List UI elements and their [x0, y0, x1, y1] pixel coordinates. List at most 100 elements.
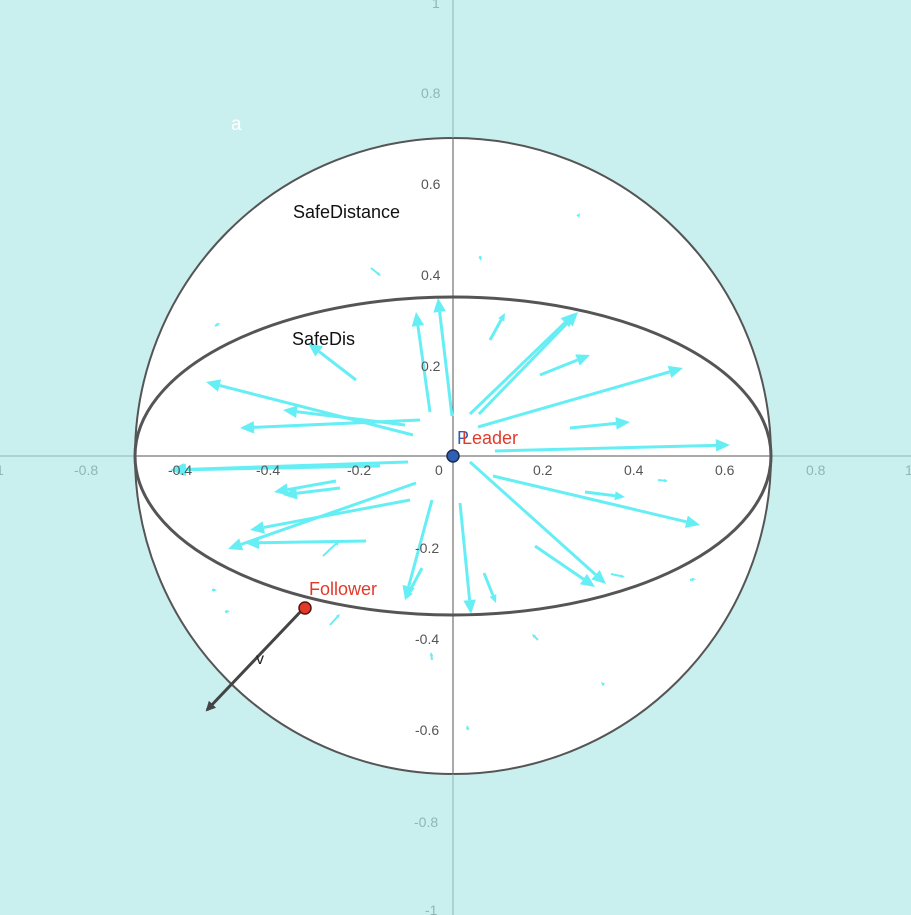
field-arrow-shaft — [430, 655, 433, 661]
field-arrow-head — [429, 652, 434, 657]
vector-field — [170, 213, 730, 731]
field-arrow-shaft — [407, 499, 434, 587]
field-arrow-head — [274, 483, 289, 496]
field-arrow-head — [601, 682, 606, 687]
x-tick-04: 0.4 — [624, 462, 644, 478]
field-arrow-shaft — [488, 319, 503, 341]
leader-point[interactable] — [446, 449, 460, 463]
slider-label-a[interactable]: a — [231, 114, 242, 135]
field-arrow-head — [225, 610, 230, 614]
field-arrow-head — [463, 599, 476, 614]
velocity-label: v — [256, 651, 264, 668]
field-arrow-shaft — [482, 572, 495, 597]
field-arrow-shaft — [322, 543, 337, 557]
field-arrow-head — [376, 272, 381, 276]
field-arrow-shaft — [253, 418, 421, 429]
y-tick-02: 0.2 — [421, 358, 441, 374]
field-arrow-shaft — [477, 321, 570, 416]
field-arrow-head — [228, 538, 244, 551]
field-arrow-shaft — [610, 573, 622, 578]
field-arrow-head — [478, 256, 482, 261]
field-arrow-head — [715, 439, 730, 452]
velocity-vector[interactable] — [205, 606, 306, 712]
field-arrow-head — [213, 588, 217, 592]
field-arrow-shaft — [370, 267, 379, 275]
x-tick-out-m08: -0.8 — [74, 462, 98, 478]
field-arrow-head — [560, 313, 575, 328]
field-arrow-shaft — [458, 502, 472, 601]
field-arrow-head — [254, 425, 258, 429]
field-arrow-shaft — [438, 311, 454, 417]
y-tick-out-m08: -0.8 — [414, 814, 438, 830]
y-tick-out-08: 0.8 — [421, 85, 441, 101]
field-arrow-shaft — [534, 544, 585, 581]
y-tick-m04: -0.4 — [415, 631, 439, 647]
field-arrow-shaft — [657, 479, 665, 482]
field-arrow-head — [172, 463, 187, 477]
x-tick-out-left: 1 — [0, 462, 4, 478]
field-arrow-shaft — [569, 421, 617, 430]
field-arrow-shaft — [185, 464, 381, 472]
field-arrow-shaft — [539, 358, 579, 377]
field-arrow-head — [684, 515, 700, 528]
x-tick-06: 0.6 — [715, 462, 735, 478]
follower-label: Follower — [309, 579, 377, 599]
follower-point[interactable] — [298, 601, 312, 615]
field-arrow-head — [498, 313, 505, 322]
field-arrow-shaft — [494, 443, 717, 453]
field-arrow-head — [215, 323, 220, 327]
field-arrow-shaft — [318, 350, 357, 382]
field-arrow-head — [663, 478, 668, 483]
field-arrow-head — [335, 614, 340, 619]
field-arrow-shaft — [468, 321, 566, 416]
x-tick-m02: -0.2 — [347, 462, 371, 478]
field-arrow-head — [466, 725, 470, 730]
field-arrow-head — [614, 491, 625, 501]
field-arrow-head — [283, 487, 298, 500]
field-arrow-head — [433, 298, 446, 313]
field-arrow-shaft — [416, 325, 432, 413]
field-arrow-head — [691, 577, 696, 582]
y-tick-04: 0.4 — [421, 267, 441, 283]
field-arrow-shaft — [296, 486, 341, 495]
field-arrow-shaft — [214, 324, 218, 327]
x-tick-out-right: 1 — [905, 462, 911, 478]
y-tick-m06: -0.6 — [415, 722, 439, 738]
field-arrow-head — [283, 405, 298, 418]
safe-distance-label: SafeDistance — [293, 202, 400, 222]
field-arrow-shaft — [477, 370, 670, 429]
field-arrow-head — [489, 594, 497, 603]
field-arrow-shaft — [468, 460, 597, 576]
field-arrow-shaft — [219, 384, 414, 437]
field-arrow-head — [532, 634, 537, 639]
field-arrow-head — [576, 213, 580, 218]
y-tick-06: 0.6 — [421, 176, 441, 192]
field-arrow-shaft — [263, 498, 411, 529]
field-arrow-head — [245, 536, 260, 550]
field-arrow-shaft — [584, 490, 616, 498]
x-tick-out-08: 0.8 — [806, 462, 826, 478]
field-arrow-head — [308, 343, 323, 357]
x-tick-02: 0.2 — [533, 462, 553, 478]
field-arrow-shaft — [240, 481, 417, 546]
field-arrow-head — [620, 574, 625, 578]
y-tick-out-1: 1 — [432, 0, 440, 11]
field-arrow-shaft — [258, 539, 367, 545]
field-arrow-head — [579, 573, 595, 587]
field-arrow-head — [405, 590, 413, 600]
field-arrow-shaft — [492, 474, 687, 524]
safe-dis-label: SafeDis — [292, 329, 355, 349]
safe-dis-ellipse[interactable] — [133, 295, 773, 617]
field-arrow-head — [575, 354, 590, 366]
x-tick-m04: -0.4 — [256, 462, 280, 478]
field-arrow-shaft — [329, 616, 339, 626]
field-arrow-head — [667, 365, 683, 378]
field-arrow-head — [615, 417, 630, 430]
x-tick-0: 0 — [435, 462, 443, 478]
x-tick-m04a: -0.4 — [168, 462, 192, 478]
field-arrow-head — [250, 521, 265, 534]
y-tick-out-m1: -1 — [425, 902, 438, 915]
field-arrow-shaft — [534, 636, 539, 641]
field-arrow-head — [591, 569, 606, 584]
